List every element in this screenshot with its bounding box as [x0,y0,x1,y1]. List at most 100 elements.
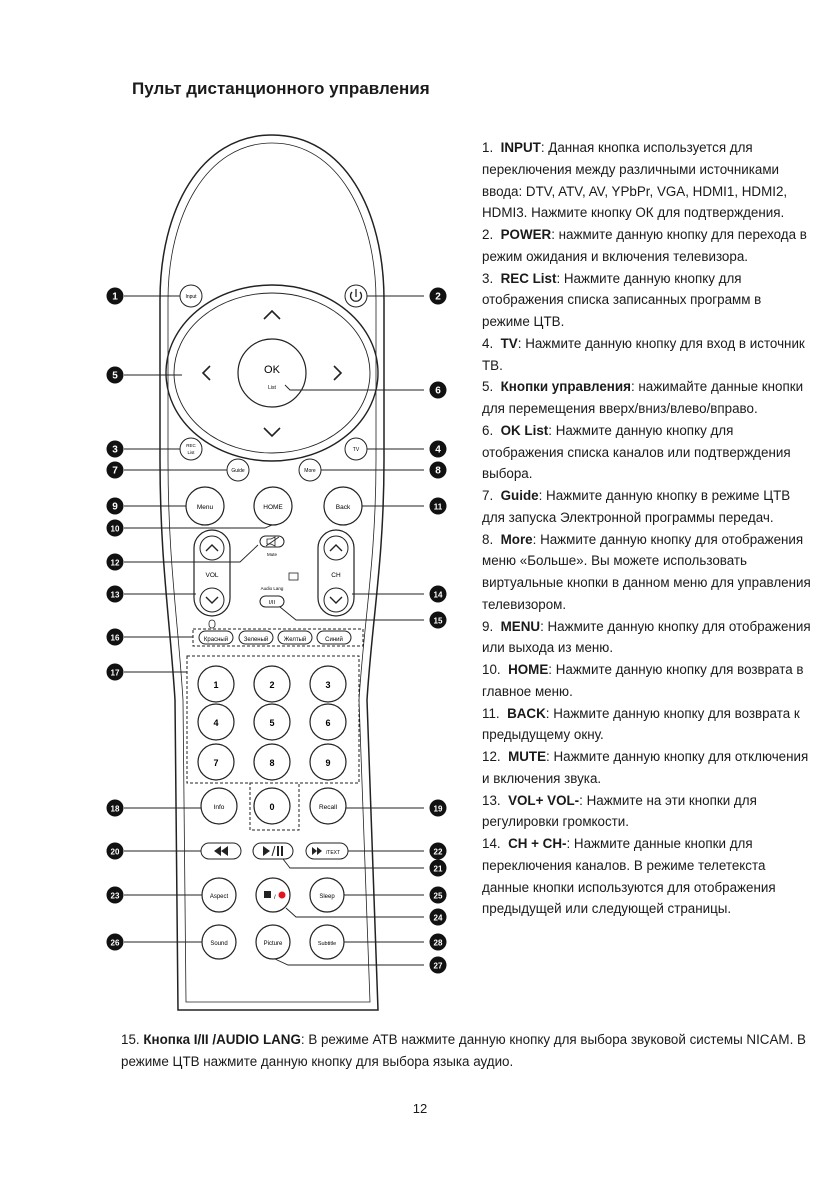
svg-text:HOME: HOME [263,504,283,511]
remote-body [159,134,385,1011]
svg-text:TV: TV [353,447,360,453]
mouse-icon [208,619,216,629]
digit-9-button[interactable] [309,743,347,781]
zero-group [249,782,300,831]
callout-18-marker [106,799,124,817]
svg-text:REC: REC [186,443,196,448]
description-item: 5. Кнопки управления: нажимайте данные к… [482,379,804,416]
callout-1-label: 1 [112,292,118,303]
digit-2-button[interactable] [253,665,291,703]
callout-28-marker [429,933,447,951]
digit-3-button[interactable] [309,665,347,703]
home-button[interactable] [253,486,293,526]
screenshot-icon [288,572,299,581]
callout-9-marker [106,497,124,515]
callout-6-label: 6 [435,386,441,397]
digit-0-button[interactable] [253,787,291,825]
ch-down-button[interactable] [323,587,349,613]
power-icon [349,291,363,302]
red-button[interactable] [198,630,234,645]
description-item: 4. TV: Нажмите данную кнопку для вход в … [482,335,805,373]
footnote-item-15: 15. Кнопка I/II /AUDIO LANG: В режиме АТ… [121,1032,806,1069]
green-button[interactable] [238,630,274,645]
callout-19-label: 19 [434,805,443,814]
callout-11-label: 11 [434,503,443,512]
svg-text:VOL: VOL [205,572,218,579]
svg-text:0: 0 [269,802,274,812]
callout-13-label: 13 [111,591,120,600]
audio-lang-button[interactable] [259,595,285,608]
color-buttons-group [192,628,364,647]
yellow-button[interactable] [277,630,313,645]
callout-17-label: 17 [111,669,120,678]
description-item: 13. VOL+ VOL-: Нажмите на эти кнопки для… [482,792,757,830]
svg-text:Recall: Recall [319,804,338,811]
left-arrow-icon [201,365,211,381]
callout-20-marker [106,842,124,860]
vol-up-button[interactable] [199,535,225,561]
digit-7-button[interactable] [197,743,235,781]
callout-10-marker [106,519,124,537]
callout-2-label: 2 [435,292,441,303]
page-number: 12 [412,1101,428,1116]
svg-text:Желтый: Желтый [284,636,307,643]
ok-list-button[interactable] [237,338,307,408]
chevron-down-icon [329,596,343,604]
callout-4-marker [429,440,447,458]
digit-6-button[interactable] [309,703,347,741]
digit-label: 3 [325,680,330,690]
blue-button[interactable] [316,630,352,645]
ch-up-button[interactable] [323,535,349,561]
svg-text:/: / [274,895,276,901]
digit-label: 4 [213,718,218,728]
digit-1-button[interactable] [197,665,235,703]
description-item: 8. More: Нажмите данную кнопку для отобр… [482,531,811,612]
down-arrow-icon [263,427,281,438]
svg-text:Menu: Menu [197,504,214,511]
svg-text:Aspect: Aspect [210,894,229,900]
callout-24-marker [429,908,447,926]
callout-5-marker [106,366,124,384]
svg-text:Subtitle: Subtitle [318,941,336,947]
svg-text:Зеленый: Зеленый [244,636,269,643]
callout-8-marker [429,461,447,479]
picture-button[interactable] [255,924,291,960]
digit-4-button[interactable] [197,703,235,741]
callout-14-marker [429,585,447,603]
chevron-up-icon [205,544,219,552]
callout-13-marker [106,585,124,603]
callout-9-label: 9 [112,502,118,513]
callout-16-label: 16 [111,634,120,643]
stop-record-button[interactable] [255,877,291,913]
callout-8-label: 8 [435,466,441,477]
record-icon [278,891,286,899]
callout-14-label: 14 [434,591,443,600]
svg-text:/TEXT: /TEXT [326,850,340,856]
rec-list-button[interactable] [179,437,203,461]
digit-8-button[interactable] [253,743,291,781]
callout-15-label: 15 [434,617,443,626]
callout-22-label: 22 [434,848,443,857]
description-item: 12. MUTE: Нажмите данную кнопку для откл… [482,749,809,786]
callout-15-marker [429,611,447,629]
dpad-inner-ring [173,292,371,454]
description-item: 6. OK List: Нажмите данную кнопку для от… [482,422,791,482]
digit-5-button[interactable] [253,703,291,741]
callout-5-label: 5 [112,371,118,382]
svg-text:Mute: Mute [267,552,278,557]
callout-26-marker [106,933,124,951]
callout-25-marker [429,886,447,904]
callout-11-marker [429,497,447,515]
chevron-down-icon [205,596,219,604]
digit-label: 1 [213,680,218,690]
up-arrow-icon [263,309,281,320]
digit-label: 7 [213,758,218,768]
recall-button[interactable] [309,787,347,825]
svg-text:Input: Input [185,294,197,300]
info-button[interactable] [200,787,238,825]
vol-down-button[interactable] [199,587,225,613]
mute-icon [266,536,276,547]
digit-label: 8 [269,758,274,768]
